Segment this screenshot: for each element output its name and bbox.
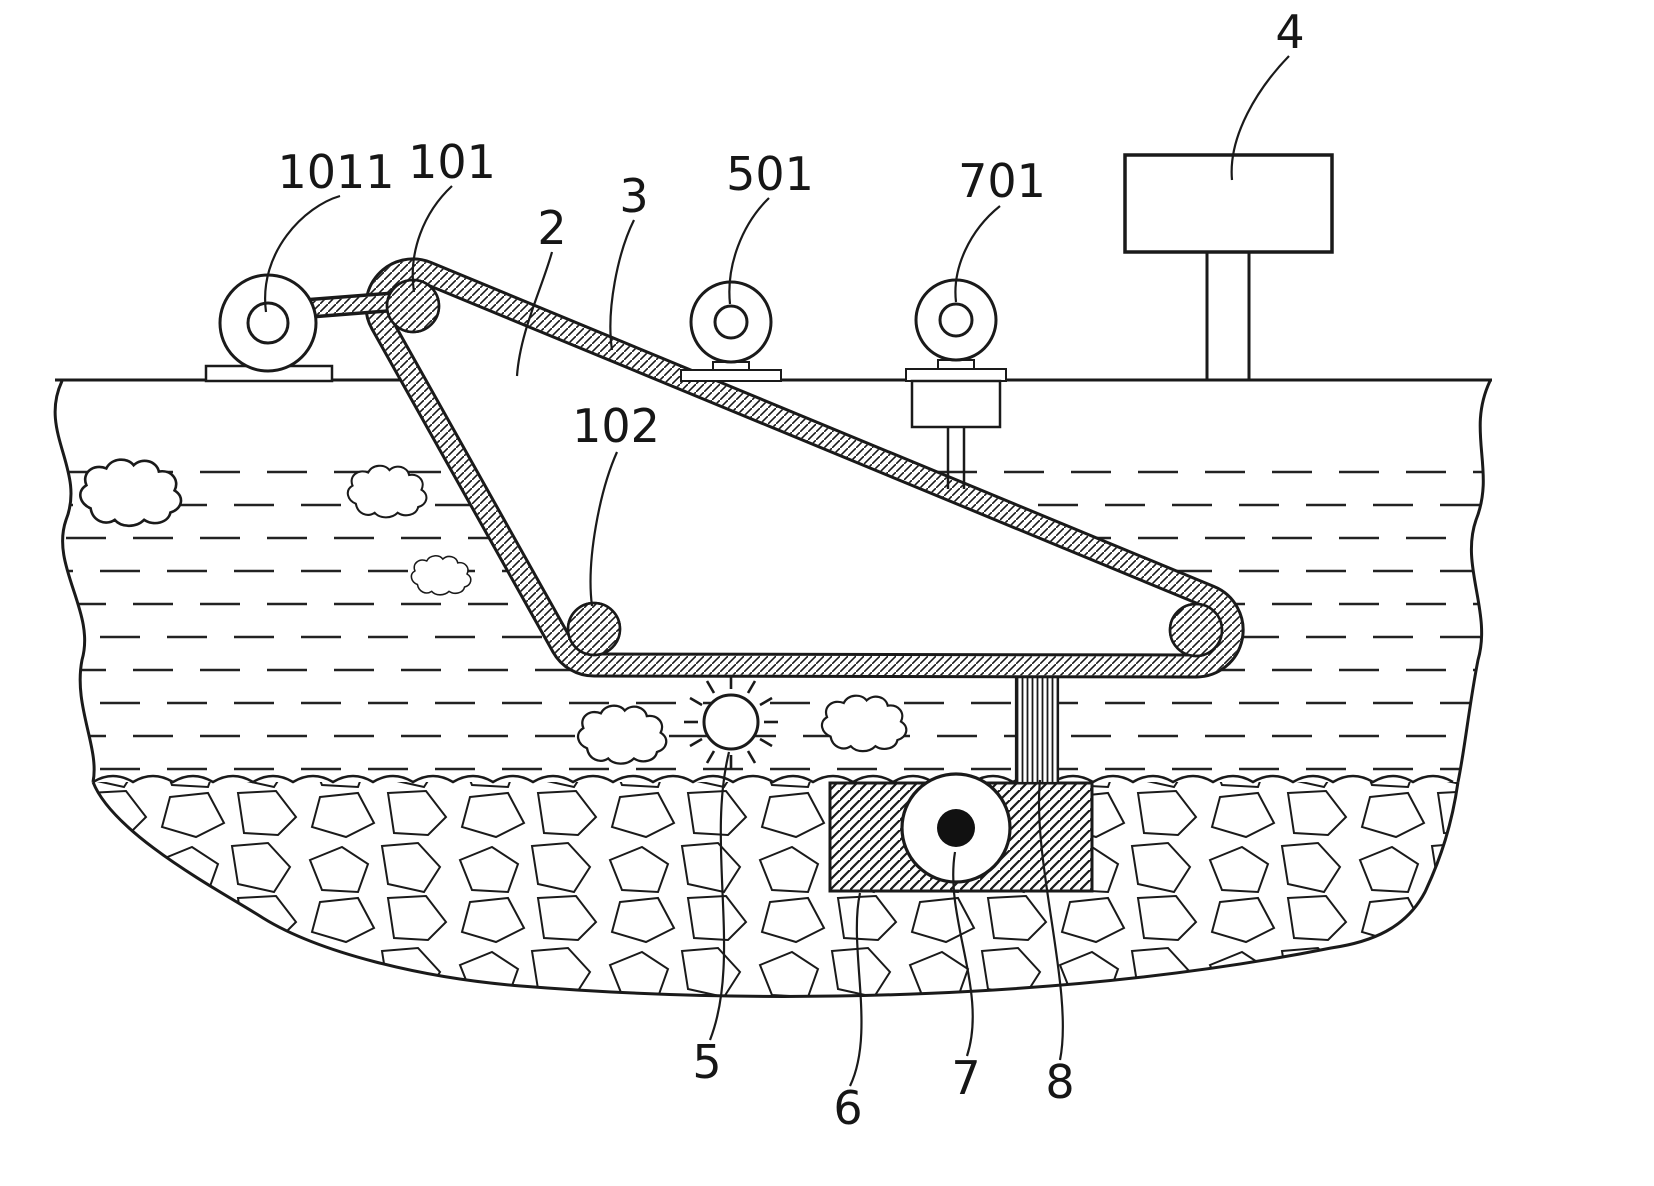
floc-cloud <box>576 704 668 765</box>
aerator <box>684 675 778 769</box>
control-box <box>1123 153 1334 380</box>
riverbed-top-edge <box>92 774 1454 784</box>
leader-1011 <box>264 194 341 313</box>
press-bracket <box>910 379 1002 429</box>
floc-cloud <box>79 458 183 528</box>
winch-roller-701 <box>905 278 1007 489</box>
suction-pipe <box>1014 674 1060 785</box>
reference-labels: 1011 101 2 3 501 701 4 102 5 6 7 8 <box>277 5 1304 1135</box>
floc-cloud <box>820 694 908 753</box>
leader-3 <box>609 219 635 351</box>
pump-hub <box>937 809 975 847</box>
leader-7 <box>952 851 974 1057</box>
belt-roller-102 <box>566 601 622 657</box>
leader-701 <box>954 205 1001 303</box>
label-5: 5 <box>692 1035 721 1089</box>
label-3: 3 <box>619 169 648 223</box>
leader-501 <box>728 197 770 305</box>
left-bank-edge <box>53 380 96 783</box>
pump <box>900 772 1012 884</box>
label-501: 501 <box>726 147 814 201</box>
floc-cloud <box>410 555 472 596</box>
belt-roller-right <box>1168 602 1224 658</box>
label-102: 102 <box>572 399 660 453</box>
belt-roller-101 <box>385 278 441 334</box>
leader-2 <box>515 251 554 377</box>
conveyor-belt <box>364 257 1245 679</box>
guide-roller-501 <box>680 280 782 382</box>
label-7: 7 <box>951 1051 980 1105</box>
leader-101 <box>411 185 453 293</box>
riverbed <box>91 774 1460 998</box>
label-701: 701 <box>958 154 1046 208</box>
label-6: 6 <box>833 1081 862 1135</box>
leader-5 <box>708 751 731 1041</box>
aerator-rays <box>684 675 778 769</box>
label-4: 4 <box>1275 5 1304 59</box>
label-1011: 1011 <box>277 145 394 199</box>
leader-8 <box>1037 779 1064 1061</box>
right-bank-edge <box>1456 380 1492 783</box>
leader-102 <box>589 451 619 607</box>
leader-4 <box>1230 55 1290 181</box>
riverbed-bottom-outline <box>91 781 1460 998</box>
floc-cloud <box>346 464 428 519</box>
drive-pulley <box>204 273 334 383</box>
label-101: 101 <box>408 135 496 189</box>
label-8: 8 <box>1045 1055 1074 1109</box>
leader-lines <box>264 55 1290 1087</box>
label-2: 2 <box>537 201 566 255</box>
leader-6 <box>849 892 863 1087</box>
